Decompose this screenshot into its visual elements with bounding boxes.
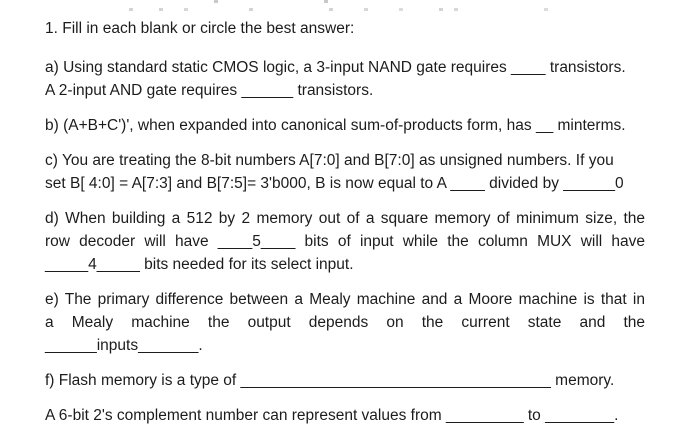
question-a: a) Using standard static CMOS logic, a 3…: [45, 56, 645, 102]
question-b: b) (A+B+C')', when expanded into canonic…: [45, 114, 645, 137]
question-d-line-3: _____4_____ bits needed for its select i…: [45, 256, 354, 273]
question-b-line-1: b) (A+B+C')', when expanded into canonic…: [45, 117, 626, 134]
question-intro-line-1: 1. Fill in each blank or circle the best…: [45, 20, 355, 37]
question-f-line-1: f) Flash memory is a type of ___________…: [45, 372, 615, 389]
question-intro: 1. Fill in each blank or circle the best…: [45, 17, 645, 40]
question-e-line-2: a Mealy machine the output depends on th…: [45, 314, 645, 331]
question-block: 1. Fill in each blank or circle the best…: [45, 17, 645, 439]
scan-artifact-top: [0, 0, 2, 1]
question-a-line-2: A 2-input AND gate requires ______ trans…: [45, 82, 374, 99]
question-f: f) Flash memory is a type of ___________…: [45, 369, 645, 392]
question-d-line-2: row decoder will have ____5____ bits of …: [45, 233, 645, 250]
question-e-line-3: ______inputs_______.: [45, 337, 203, 354]
question-g-line-1: A 6-bit 2's complement number can repres…: [45, 407, 619, 424]
question-d: d) When building a 512 by 2 memory out o…: [45, 207, 645, 276]
question-d-line-1: d) When building a 512 by 2 memory out o…: [45, 210, 645, 227]
question-e-line-1: e) The primary difference between a Meal…: [45, 291, 645, 308]
question-c: c) You are treating the 8-bit numbers A[…: [45, 149, 645, 195]
question-g: A 6-bit 2's complement number can repres…: [45, 404, 645, 427]
question-a-line-1: a) Using standard static CMOS logic, a 3…: [45, 59, 626, 76]
question-c-line-1: c) You are treating the 8-bit numbers A[…: [45, 152, 614, 169]
question-e: e) The primary difference between a Meal…: [45, 288, 645, 357]
question-c-line-2: set B[ 4:0] = A[7:3] and B[7:5]= 3'b000,…: [45, 175, 624, 192]
